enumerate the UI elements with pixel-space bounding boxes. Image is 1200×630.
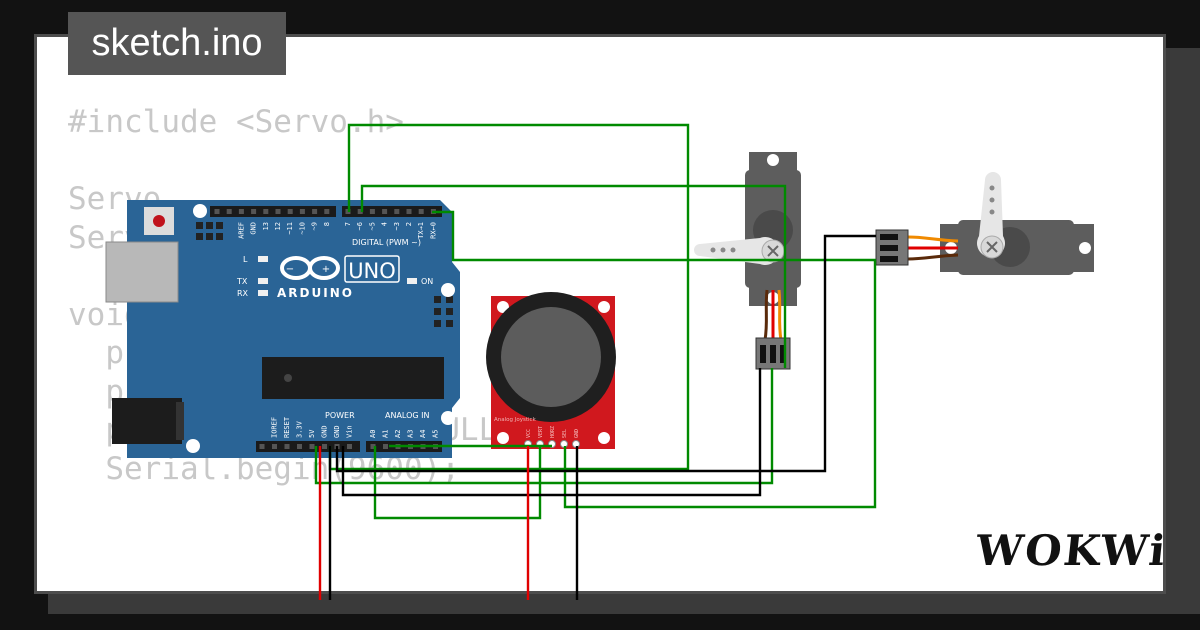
bottom-pin-label: A1 <box>382 430 390 438</box>
led-tx-label: TX <box>236 277 248 286</box>
top-pin-label: 4 <box>381 222 389 226</box>
bottom-pin-label: GND <box>333 425 341 438</box>
top-pin-label: ~3 <box>393 222 401 230</box>
top-pin-label: ~10 <box>298 222 306 235</box>
wires <box>314 123 877 600</box>
top-pin-label: ~5 <box>368 222 376 230</box>
analog-label: ANALOG IN <box>385 411 430 420</box>
top-pin-label: 7 <box>344 222 352 226</box>
led-tx <box>258 278 268 284</box>
model-label: UNO <box>348 259 396 283</box>
top-pin-label: ~11 <box>286 222 294 235</box>
bottom-pin-label: A4 <box>419 430 427 438</box>
led-on-label: ON <box>421 277 433 286</box>
digital-header-right <box>342 206 442 217</box>
svg-text:+: + <box>322 264 330 275</box>
wokwi-logo[interactable]: WOKWi <box>973 526 1170 575</box>
led-on <box>407 278 417 284</box>
wire-green-3 <box>432 210 876 262</box>
top-pin-label: RX←0 <box>429 222 437 239</box>
sketch-title-tab[interactable]: sketch.ino <box>68 12 286 75</box>
wire-green-2 <box>360 184 787 368</box>
top-pin-label: 13 <box>262 222 270 230</box>
top-pin-label: 12 <box>274 222 282 230</box>
icsp-header <box>196 222 223 240</box>
led-l <box>258 256 268 262</box>
top-pin-label: 2 <box>405 222 413 226</box>
bottom-pin-label: Vin <box>346 425 354 438</box>
atmega-chip <box>262 357 444 399</box>
bottom-pin-label: 3.3V <box>296 420 304 438</box>
joystick-pin-label: VERT <box>538 426 544 438</box>
bottom-pin-label: IOREF <box>271 417 279 438</box>
led-rx-label: RX <box>237 289 249 298</box>
wire-green-7 <box>314 368 774 485</box>
joystick-pin-label: HORZ <box>550 426 556 438</box>
bottom-pin-label: A3 <box>407 430 415 438</box>
bottom-pin-label: RESET <box>283 416 291 438</box>
arduino-uno-board[interactable]: − + ARDUINO UNO L TX RX ON DIGITAL (PWM … <box>105 200 460 458</box>
wire-black-2 <box>335 234 876 473</box>
bottom-pin-label: 5V <box>308 429 316 438</box>
power-header <box>256 441 360 452</box>
bottom-pin-label: A0 <box>369 430 377 438</box>
joystick-pin-label: GND <box>574 429 580 438</box>
analog-joystick[interactable]: Analog Joystick VCC VERT HORZ SEL GND <box>486 292 616 449</box>
svg-text:−: − <box>286 264 294 275</box>
top-pin-label: ~9 <box>311 222 319 230</box>
bottom-pin-label: A2 <box>394 430 402 438</box>
brand-label: ARDUINO <box>277 286 354 300</box>
top-pin-label: AREF <box>237 222 245 239</box>
digital-label: DIGITAL (PWM ~) <box>352 238 421 247</box>
joystick-pin-label: SEL <box>562 429 568 438</box>
icsp-header-2 <box>434 296 453 327</box>
top-pin-label: TX→1 <box>417 222 425 239</box>
top-pin-label: 8 <box>323 222 331 226</box>
power-label: POWER <box>325 411 355 420</box>
servo2-horn[interactable] <box>977 172 1006 258</box>
joystick-pin-label: VCC <box>526 429 532 438</box>
joystick-label: Analog Joystick <box>494 417 537 423</box>
servo-horn[interactable] <box>694 237 780 265</box>
top-pin-label: ~6 <box>356 222 364 230</box>
usb-port <box>105 241 179 303</box>
led-l-label: L <box>243 255 248 264</box>
servo-horizontal[interactable] <box>875 172 1094 275</box>
bottom-pin-label: A5 <box>432 430 440 438</box>
wire-green-6 <box>563 260 877 509</box>
digital-header-left <box>210 206 336 217</box>
bottom-pin-label: GND <box>321 425 329 438</box>
joystick-knob[interactable] <box>501 307 601 407</box>
power-jack <box>112 398 182 444</box>
led-rx <box>258 290 268 296</box>
top-pin-label: GND <box>250 222 258 235</box>
arduino-infinity-icon <box>280 256 340 280</box>
